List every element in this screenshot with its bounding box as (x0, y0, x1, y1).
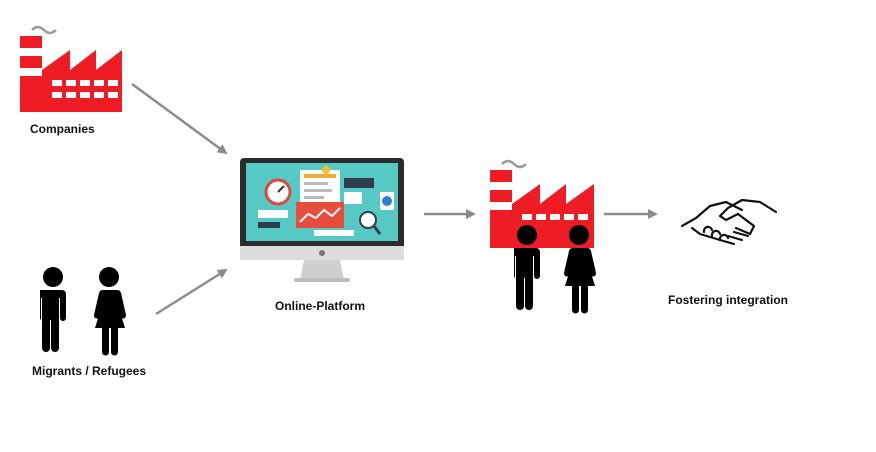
companies-label: Companies (30, 122, 95, 136)
fostering-label: Fostering integration (668, 293, 788, 307)
factory-icon (20, 18, 126, 112)
handshake-icon (680, 192, 780, 248)
arrow-icon (155, 268, 228, 316)
computer-monitor-icon (240, 158, 404, 286)
migrants-label: Migrants / Refugees (32, 364, 147, 378)
people-icon (514, 224, 606, 316)
people-icon (40, 266, 130, 358)
platform-label: Online-Platform (275, 299, 366, 313)
arrow-icon (131, 82, 228, 155)
